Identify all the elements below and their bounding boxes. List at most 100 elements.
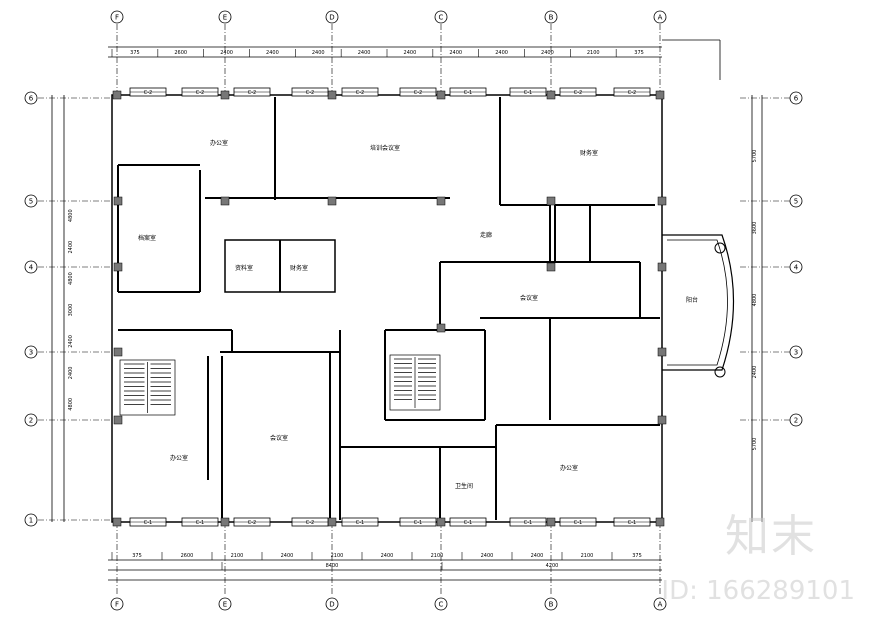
watermark-logo: 知末 [725, 511, 817, 562]
column [327, 517, 337, 527]
dimension-value: 4800 [752, 294, 758, 307]
column [546, 196, 556, 206]
dimension-value: 3600 [752, 222, 758, 235]
dimension-value: 2100 [587, 50, 600, 56]
room-label: 财务室 [580, 149, 598, 157]
dimension-value: 5700 [752, 150, 758, 163]
dimension-value: 4800 [68, 209, 74, 222]
axis-label: 6 [29, 95, 34, 103]
dimension-value: 2400 [281, 553, 294, 559]
axis-bubble [24, 413, 38, 427]
dimension-lines [51, 39, 763, 581]
room-label: 财务室 [290, 264, 308, 272]
axis-bubble [24, 194, 38, 208]
axis-bubble [789, 194, 803, 208]
column [546, 90, 556, 100]
column [546, 517, 556, 527]
column [546, 262, 556, 272]
axis-bubble [218, 597, 232, 611]
dimension-value: 2400 [266, 50, 279, 56]
axis-bubble [434, 597, 448, 611]
dimension-text: 375 2600 2400 2400 2400 2400 2400 2400 2400 2400 2… [68, 49, 758, 570]
column [113, 347, 123, 357]
room-label: 走廊 [480, 231, 492, 239]
axis-label: C [439, 601, 444, 609]
window-tag: C-1 [464, 90, 472, 96]
room-label: 资料室 [235, 264, 253, 272]
dimension-value: 2100 [581, 553, 594, 559]
room-label: 培训会议室 [370, 144, 400, 152]
column [655, 517, 665, 527]
room-label: 会议室 [270, 434, 288, 442]
axis-label: 4 [29, 264, 34, 272]
column [112, 517, 122, 527]
axis-bubble [325, 10, 339, 24]
axis-bubble [789, 345, 803, 359]
dimension-value: 2400 [312, 50, 325, 56]
dimension-value: 4800 [68, 398, 74, 411]
column [657, 347, 667, 357]
dimension-value: 2400 [495, 50, 508, 56]
axis-label: 5 [794, 198, 798, 206]
axis-label: E [223, 14, 227, 22]
window-tag: C-1 [414, 520, 422, 526]
room-label: 会议室 [520, 294, 538, 302]
axis-bubble [110, 10, 124, 24]
column [657, 262, 667, 272]
column [327, 196, 337, 206]
dimension-value: 2400 [541, 50, 554, 56]
window-tag: C-2 [574, 90, 582, 96]
axis-label: A [658, 601, 663, 609]
window-tag: C-2 [306, 520, 314, 526]
axis-bubble [544, 10, 558, 24]
column [436, 323, 446, 333]
room-label: 办公室 [560, 464, 578, 472]
axis-label: B [549, 14, 554, 22]
dimension-value: 375 [130, 50, 140, 56]
axis-bubble [325, 597, 339, 611]
axis-bubble [544, 597, 558, 611]
column [436, 196, 446, 206]
axis-bubble [789, 260, 803, 274]
dimension-value: 5700 [752, 438, 758, 451]
window-tag: C-2 [248, 90, 256, 96]
dimension-value: 2400 [220, 50, 233, 56]
dimension-value: 2600 [181, 553, 194, 559]
column [112, 90, 122, 100]
axis-bubble [653, 10, 667, 24]
stair-well [389, 354, 441, 411]
room-label: 阳台 [686, 296, 698, 304]
column [113, 196, 123, 206]
axis-label: 3 [794, 349, 798, 357]
window-tag: C-2 [144, 90, 152, 96]
watermark-id: ID: 166289101 [661, 576, 855, 606]
column [113, 415, 123, 425]
axis-label: D [329, 14, 334, 22]
column [436, 517, 446, 527]
dimension-value: 4800 [68, 272, 74, 285]
column [220, 196, 230, 206]
window-tag: C-1 [524, 90, 532, 96]
dimension-value: 2400 [752, 366, 758, 379]
dimension-value: 2400 [68, 335, 74, 348]
window-tag: C-1 [628, 520, 636, 526]
axis-bubble [789, 91, 803, 105]
window-tag: C-2 [306, 90, 314, 96]
window-tag: C-2 [248, 520, 256, 526]
window-tag: C-2 [414, 90, 422, 96]
column [436, 90, 446, 100]
dimension-value: 2400 [449, 50, 462, 56]
room-label: 办公室 [210, 139, 228, 147]
window-tag: C-2 [356, 90, 364, 96]
window-tag: C-1 [524, 520, 532, 526]
axis-label: F [115, 14, 119, 22]
column [657, 415, 667, 425]
dimension-value: 8400 [326, 563, 339, 569]
window-tag: C-2 [628, 90, 636, 96]
window-tag: C-1 [464, 520, 472, 526]
axis-bubble [434, 10, 448, 24]
axis-label: B [549, 601, 554, 609]
